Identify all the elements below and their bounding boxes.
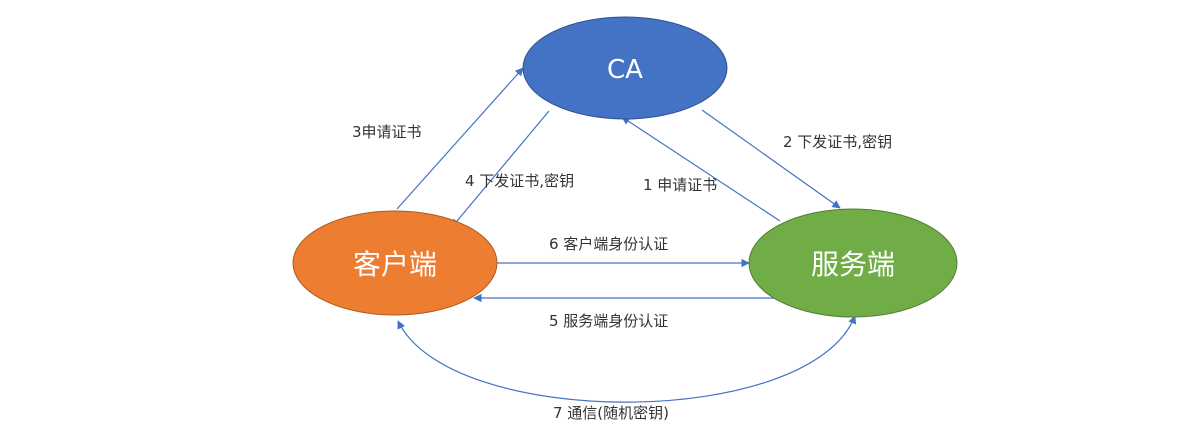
edge-ca-to-server <box>701 109 841 209</box>
label-server-to-client: 5 服务端身份认证 <box>549 312 668 330</box>
label-client-to-ca: 3申请证书 <box>352 123 422 141</box>
client-label: 客户端 <box>353 248 437 281</box>
label-client-to-server: 6 客户端身份认证 <box>549 235 668 253</box>
edge-server-to-ca <box>621 116 781 222</box>
edge-client-to-ca <box>396 67 524 210</box>
server-ellipse <box>748 208 958 318</box>
node-server: 服务端 <box>748 208 958 318</box>
ca-label: CA <box>607 55 643 85</box>
label-ca-to-client: 4 下发证书,密钥 <box>465 172 574 190</box>
edge-communication <box>397 315 857 403</box>
ca-ellipse <box>522 16 728 120</box>
label-communication: 7 通信(随机密钥) <box>553 404 669 422</box>
label-ca-to-server: 2 下发证书,密钥 <box>783 133 892 151</box>
client-ellipse <box>292 210 498 316</box>
label-server-to-ca: 1 申请证书 <box>643 176 717 194</box>
server-label: 服务端 <box>811 248 895 281</box>
node-ca: CA <box>522 16 728 120</box>
edge-ca-to-client <box>451 110 550 228</box>
node-client: 客户端 <box>292 210 498 316</box>
